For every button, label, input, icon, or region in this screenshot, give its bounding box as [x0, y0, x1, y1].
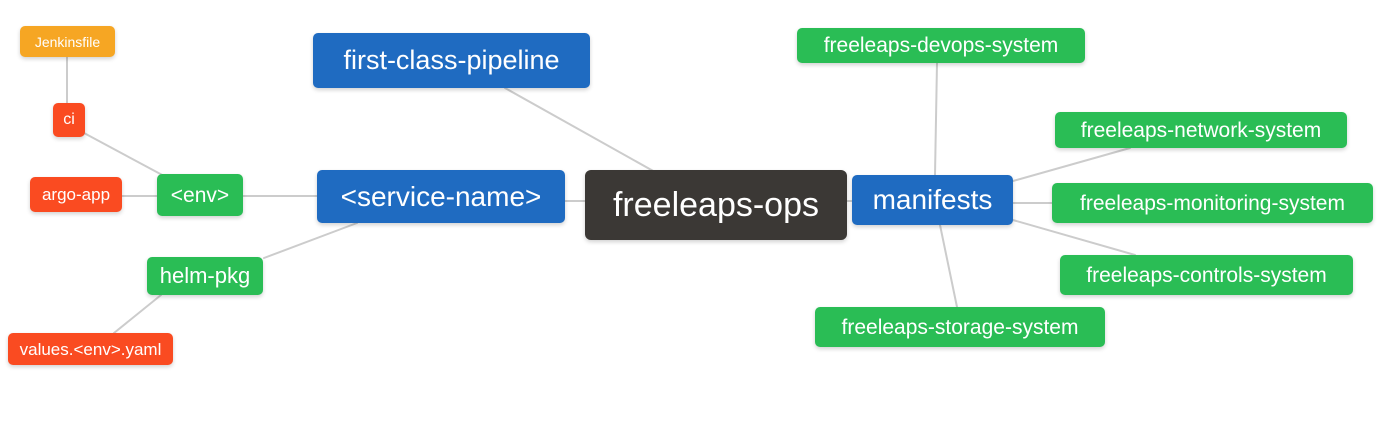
edge-service-name-helm-pkg	[263, 222, 358, 259]
node-service-name[interactable]: <service-name>	[317, 170, 565, 223]
node-manifests[interactable]: manifests	[852, 175, 1013, 225]
node-freeleaps-network-system[interactable]: freeleaps-network-system	[1055, 112, 1347, 148]
node-jenkinsfile[interactable]: Jenkinsfile	[20, 26, 115, 57]
edge-helm-pkg-values	[113, 294, 162, 334]
edge-manifests-network-system	[1012, 147, 1131, 182]
edge-manifests-controls-system	[1012, 219, 1136, 256]
edge-first-class-pipeline-ops	[504, 87, 656, 173]
node-freeleaps-devops-system[interactable]: freeleaps-devops-system	[797, 28, 1085, 63]
node-freeleaps-monitoring-system[interactable]: freeleaps-monitoring-system	[1052, 183, 1373, 223]
node-freeleaps-controls-system[interactable]: freeleaps-controls-system	[1060, 255, 1353, 295]
node-first-class-pipeline[interactable]: first-class-pipeline	[313, 33, 590, 88]
edge-ci-env	[83, 132, 167, 178]
node-helm-pkg[interactable]: helm-pkg	[147, 257, 263, 295]
node-ci[interactable]: ci	[53, 103, 85, 137]
node-freeleaps-ops[interactable]: freeleaps-ops	[585, 170, 847, 240]
node-env[interactable]: <env>	[157, 174, 243, 216]
edge-manifests-storage-system	[939, 224, 958, 308]
edge-manifests-devops-system	[934, 62, 938, 176]
node-freeleaps-storage-system[interactable]: freeleaps-storage-system	[815, 307, 1105, 347]
node-argo-app[interactable]: argo-app	[30, 177, 122, 212]
node-values-env-yaml[interactable]: values.<env>.yaml	[8, 333, 173, 365]
